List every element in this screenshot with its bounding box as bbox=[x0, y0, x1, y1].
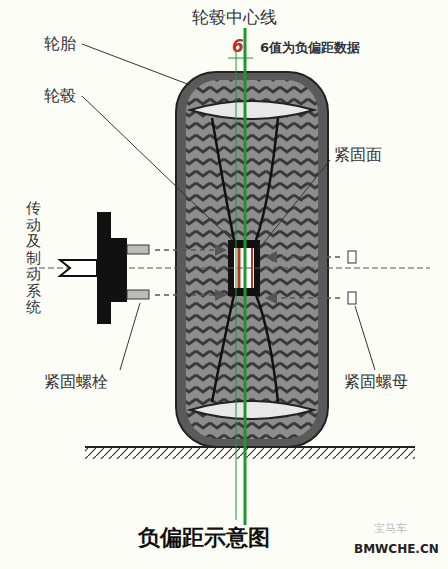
part-label: 紧固面 bbox=[334, 145, 382, 164]
tire-tread bbox=[186, 80, 318, 439]
part-label: 轮胎 bbox=[44, 34, 76, 53]
part-label: 传动及制动系统 bbox=[26, 200, 41, 316]
part-label: 紧固螺栓 bbox=[44, 372, 108, 391]
hub-flange bbox=[111, 238, 127, 302]
hub-centerline bbox=[244, 28, 247, 525]
bolt bbox=[127, 290, 149, 299]
part-label: BMWCHE.CN bbox=[354, 542, 439, 556]
part-label: 宝马车 bbox=[374, 522, 407, 535]
leader-lines bbox=[82, 44, 375, 370]
assembly-arrows bbox=[155, 250, 340, 298]
part-label: 紧固螺母 bbox=[344, 372, 408, 391]
part-label: 轮毂 bbox=[44, 86, 76, 105]
tire-bead-top bbox=[190, 101, 314, 119]
part-label: 6值为负偏距数据 bbox=[260, 40, 360, 56]
part-label: 轮毂中心线 bbox=[192, 7, 277, 27]
tire bbox=[176, 72, 328, 447]
nut bbox=[348, 251, 356, 263]
bolt bbox=[127, 245, 149, 254]
caption: 负偏距示意图 bbox=[138, 525, 270, 551]
tire-bead-bottom bbox=[190, 401, 314, 419]
drive-shaft bbox=[60, 260, 97, 276]
offset-dimension bbox=[228, 58, 253, 59]
nut bbox=[348, 292, 356, 304]
brake-disc bbox=[97, 212, 111, 324]
tire-centerline bbox=[236, 50, 237, 520]
ground bbox=[85, 447, 415, 459]
part-label: 6 bbox=[232, 36, 244, 56]
